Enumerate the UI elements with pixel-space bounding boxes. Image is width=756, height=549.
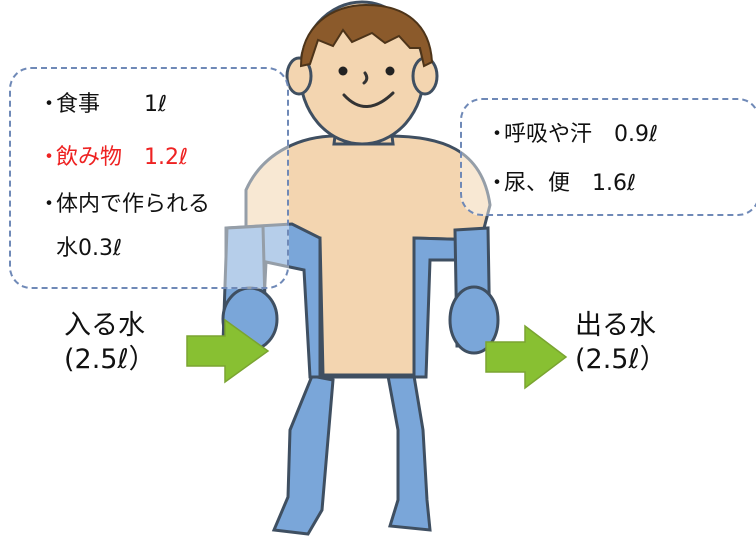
input-label-line1: 入る水 — [64, 310, 145, 341]
intake-item-food: ・食事 1ℓ — [38, 91, 167, 119]
bullet-icon: ・ — [38, 92, 61, 117]
arrow-out-icon — [485, 324, 568, 390]
input-label-line2: (2.5ℓ） — [64, 344, 156, 375]
person-illustration-icon — [221, 0, 528, 544]
intake-internal-text: 体内で作られる — [56, 192, 211, 217]
output-urine-text: 尿、便 1.6ℓ — [504, 171, 637, 196]
intake-item-internal-water: ・体内で作られる — [38, 191, 210, 219]
intake-item-internal-water-line2: 水0.3ℓ — [56, 235, 122, 263]
bullet-icon: ・ — [486, 122, 509, 147]
bullet-icon: ・ — [38, 145, 61, 170]
output-breath-text: 呼吸や汗 0.9ℓ — [504, 122, 659, 147]
output-label: 出る水 (2.5ℓ） — [575, 309, 667, 377]
intake-item-drinks: ・飲み物 1.2ℓ — [38, 144, 188, 172]
intake-internal-text-line2: 水0.3ℓ — [56, 236, 123, 261]
bullet-icon: ・ — [38, 192, 61, 217]
arrow-in-icon — [186, 318, 270, 384]
output-item-breath-sweat: ・呼吸や汗 0.9ℓ — [486, 121, 658, 149]
intake-drinks-text: 飲み物 1.2ℓ — [56, 145, 189, 170]
intake-food-text: 食事 1ℓ — [56, 92, 168, 117]
output-item-urine-stool: ・尿、便 1.6ℓ — [486, 170, 636, 198]
bullet-icon: ・ — [486, 171, 509, 196]
output-label-line1: 出る水 — [575, 310, 656, 341]
input-label: 入る水 (2.5ℓ） — [64, 309, 156, 377]
output-label-line2: (2.5ℓ） — [575, 344, 667, 375]
output-box — [460, 98, 756, 216]
intake-box — [9, 67, 289, 289]
